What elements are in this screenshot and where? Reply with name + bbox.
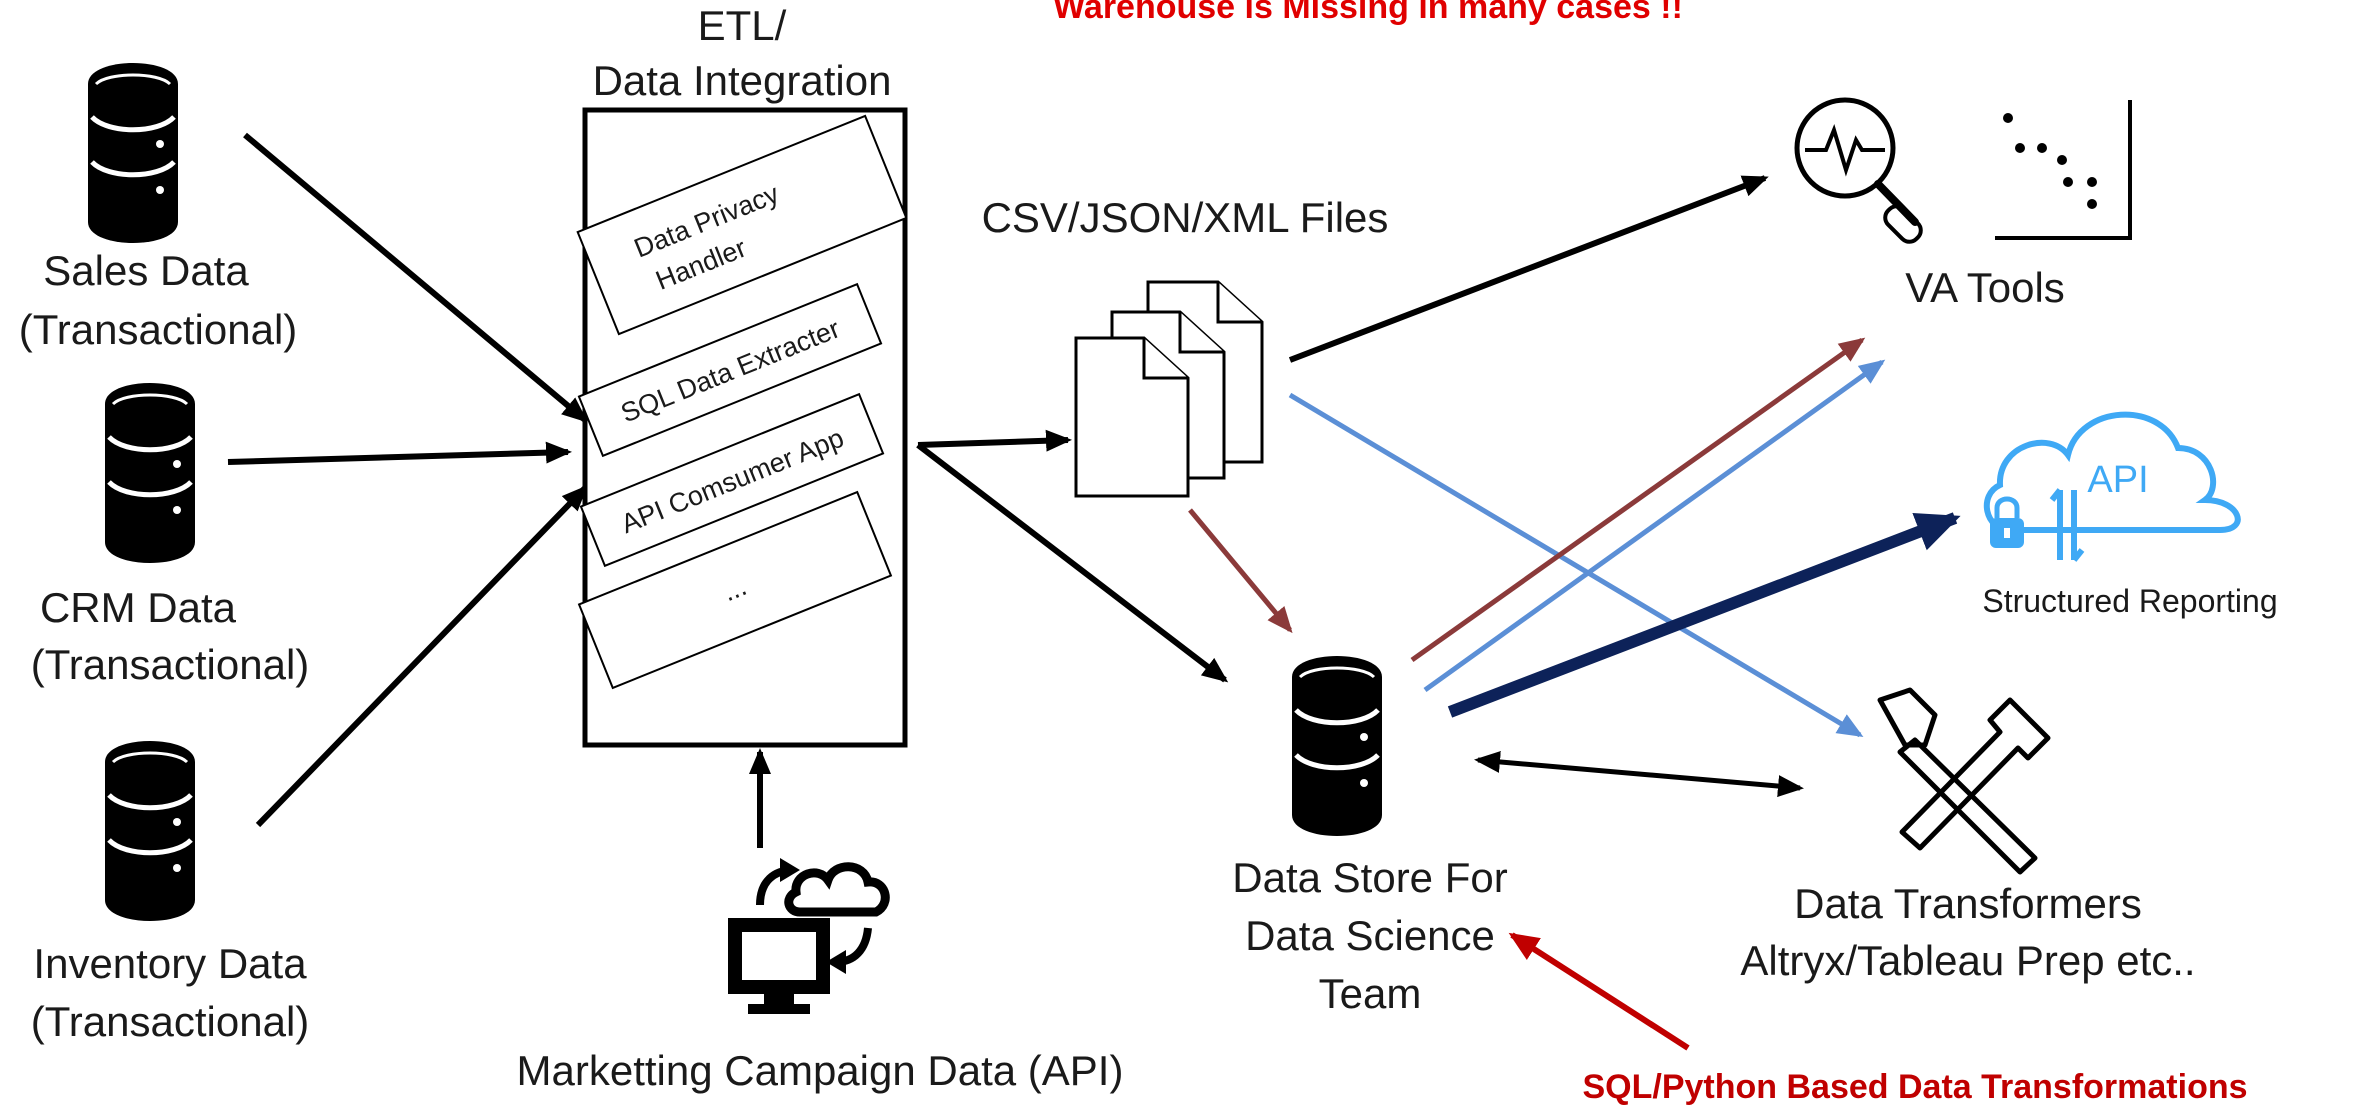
- arrow-files-to-va: [1288, 175, 1769, 363]
- transformers-label-1: Data Transformers: [1794, 880, 2142, 927]
- etl-component-privacy: Data Privacy Handler: [576, 114, 908, 336]
- sql-python-note: SQL/Python Based Data Transformations: [1582, 1068, 2247, 1106]
- sales-label: Sales Data: [43, 247, 249, 294]
- crm-sublabel: (Transactional): [31, 641, 310, 688]
- etl-title: ETL/: [698, 2, 787, 49]
- inventory-database-icon: [105, 741, 195, 921]
- datastore-label-2: Data Science: [1245, 912, 1495, 959]
- inventory-sublabel: (Transactional): [31, 998, 310, 1045]
- va-magnifier-icon: [1794, 97, 1923, 244]
- lock-icon: [1990, 496, 2024, 548]
- marketing-api-icon: [728, 858, 890, 1014]
- va-scatter-icon: [1995, 100, 2132, 240]
- structured-reporting-label: Structured Reporting: [1982, 583, 2277, 619]
- datastore-label-1: Data Store For: [1232, 854, 1507, 901]
- warning-note: Warehouse is Missing in many cases !!: [1053, 0, 1683, 26]
- arrow-sales-to-etl: [243, 132, 589, 423]
- datastore-database-icon: [1292, 656, 1382, 836]
- inventory-label: Inventory Data: [33, 940, 307, 987]
- arrow-files-to-datastore: [1188, 508, 1293, 634]
- etl-subtitle: Data Integration: [593, 57, 892, 104]
- marketing-label: Marketting Campaign Data (API): [517, 1047, 1124, 1094]
- arrow-files-to-transformers: [1288, 392, 1864, 738]
- api-icon-text: API: [2087, 459, 2148, 501]
- api-cloud-icon: [1983, 411, 2241, 533]
- arrow-datastore-to-va-blue: [1423, 359, 1886, 693]
- sales-database-icon: [88, 63, 178, 243]
- etl-component-more: ...: [577, 490, 893, 690]
- arrow-datastore-transformers: [1474, 750, 1804, 798]
- files-label: CSV/JSON/XML Files: [982, 194, 1389, 241]
- arrow-crm-to-etl: [227, 441, 572, 465]
- va-tools-label: VA Tools: [1905, 264, 2065, 311]
- arrow-datastore-to-api: [1447, 512, 1961, 718]
- transformers-label-2: Altryx/Tableau Prep etc..: [1740, 937, 2195, 984]
- files-icon: [1074, 280, 1264, 498]
- arrow-datastore-to-va-red: [1410, 337, 1866, 663]
- crm-label: CRM Data: [40, 584, 237, 631]
- arrow-etl-to-files: [917, 429, 1072, 452]
- arrow-inventory-to-etl: [255, 485, 588, 828]
- sync-arrows-icon: [2030, 488, 2120, 562]
- transformers-tools-icon: [1877, 687, 2051, 875]
- arrow-etl-to-datastore: [916, 442, 1229, 683]
- crm-database-icon: [105, 383, 195, 563]
- datastore-label-3: Team: [1319, 970, 1422, 1017]
- sales-sublabel: (Transactional): [19, 306, 298, 353]
- arrow-sql-to-datastore: [1508, 932, 1690, 1051]
